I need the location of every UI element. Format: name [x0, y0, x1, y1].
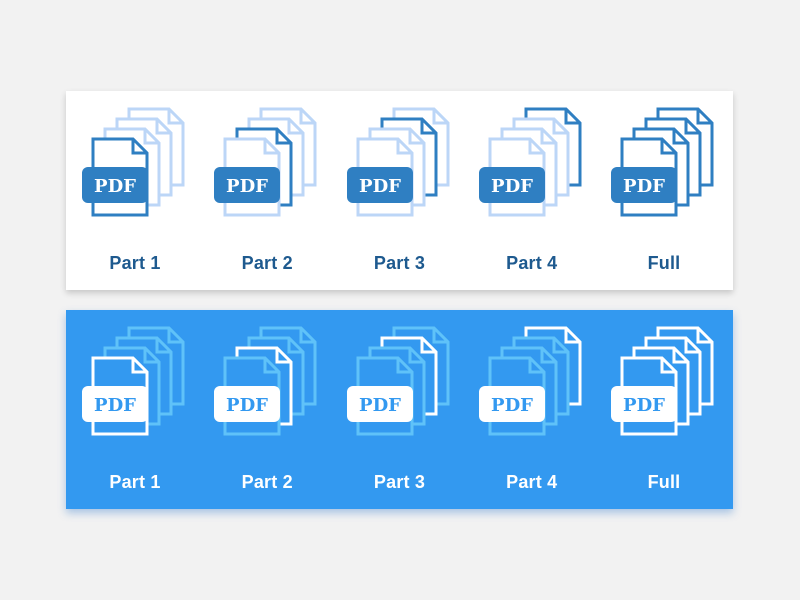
item-label: Part 3	[373, 472, 426, 492]
pdf-badge-text: PDF	[226, 176, 268, 197]
item-label: Part 2	[241, 472, 293, 492]
pdf-badge-text: PDF	[359, 176, 401, 197]
pdf-part-3-icon: PDF	[346, 326, 449, 436]
item-label: Full	[647, 472, 681, 492]
pdf-badge-text: PDF	[94, 176, 136, 197]
item-label: Part 1	[109, 472, 161, 492]
pdf-part-1-icon: PDF	[82, 107, 185, 217]
pdf-badge-text: PDF	[94, 395, 136, 416]
item-full[interactable]: PDF Full	[611, 91, 714, 290]
item-part-1[interactable]: PDF Part 1	[82, 91, 185, 290]
pdf-badge	[478, 167, 545, 203]
pdf-badge	[82, 167, 148, 203]
pdf-part-2-icon: PDF	[214, 107, 317, 217]
item-part-3[interactable]: PDF Part 3	[346, 91, 450, 290]
pdf-part-4-icon: PDF	[478, 107, 582, 217]
pdf-badge	[82, 386, 148, 422]
item-part-4[interactable]: PDF Part 4	[478, 91, 582, 290]
item-label: Part 1	[109, 253, 161, 273]
item-part-1[interactable]: PDF Part 1	[82, 310, 185, 509]
pdf-full-icon: PDF	[611, 326, 714, 436]
pdf-badge-text: PDF	[226, 395, 268, 416]
pdf-part-2-icon: PDF	[214, 326, 317, 436]
pdf-part-1-icon: PDF	[82, 326, 185, 436]
pdf-part-3-icon: PDF	[346, 107, 449, 217]
item-part-2[interactable]: PDF Part 2	[214, 310, 317, 509]
pdf-badge-text: PDF	[491, 395, 533, 416]
pdf-full-icon: PDF	[611, 107, 714, 217]
pdf-badge-text: PDF	[623, 395, 665, 416]
pdf-badge-text: PDF	[623, 176, 665, 197]
item-label: Part 2	[241, 253, 293, 273]
pdf-part-4-icon: PDF	[478, 326, 582, 436]
pdf-badge	[611, 167, 677, 203]
item-part-4[interactable]: PDF Part 4	[478, 310, 582, 509]
pdf-badge	[346, 386, 413, 422]
item-full[interactable]: PDF Full	[611, 310, 714, 509]
item-part-3[interactable]: PDF Part 3	[346, 310, 450, 509]
pdf-badge	[478, 386, 545, 422]
item-label: Part 4	[506, 253, 558, 273]
item-part-2[interactable]: PDF Part 2	[214, 91, 317, 290]
pdf-badge-text: PDF	[491, 176, 533, 197]
item-label: Part 4	[506, 472, 558, 492]
item-label: Full	[647, 253, 681, 273]
pdf-badge	[214, 167, 281, 203]
pdf-badge	[214, 386, 281, 422]
pdf-badge	[346, 167, 413, 203]
item-label: Part 3	[373, 253, 426, 273]
pdf-badge-text: PDF	[359, 395, 401, 416]
pdf-badge	[611, 386, 677, 422]
